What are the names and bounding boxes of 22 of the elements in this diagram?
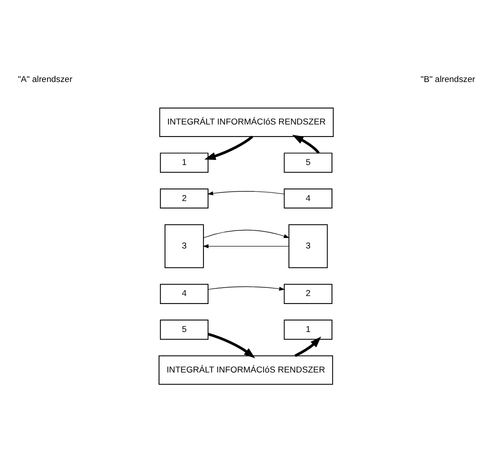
node-box: 1	[159, 152, 208, 173]
node-box: 3	[164, 224, 204, 268]
arrow	[206, 191, 284, 196]
arrow	[292, 134, 320, 154]
arrow	[204, 136, 253, 160]
node-box: INTEGRÁLT INFORMÁCIóS RENDSZER	[158, 355, 333, 385]
node-box: 4	[283, 188, 332, 209]
node-box: 2	[159, 188, 208, 209]
label: "A" alrendszer	[17, 74, 72, 84]
arrow	[207, 286, 284, 291]
arrow	[294, 336, 321, 357]
arrow	[202, 244, 288, 248]
node-box: 2	[283, 284, 332, 304]
node-box: 1	[283, 320, 332, 340]
node-box: 5	[159, 320, 208, 340]
node-box: 4	[159, 284, 208, 304]
arrow	[202, 230, 289, 238]
node-box: INTEGRÁLT INFORMÁCIóS RENDSZER	[158, 108, 334, 137]
arrow	[207, 332, 255, 358]
node-box: 3	[288, 224, 328, 268]
node-box: 5	[283, 152, 332, 173]
label: "B" alrendszer	[420, 74, 475, 84]
